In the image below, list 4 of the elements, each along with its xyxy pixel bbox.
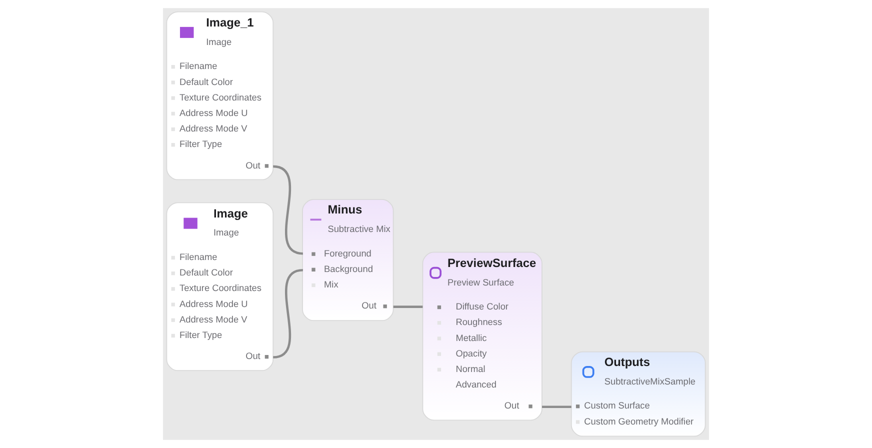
- connector: [272, 165, 304, 255]
- connector: [393, 306, 423, 308]
- connector: [542, 406, 572, 408]
- connector: [272, 268, 304, 358]
